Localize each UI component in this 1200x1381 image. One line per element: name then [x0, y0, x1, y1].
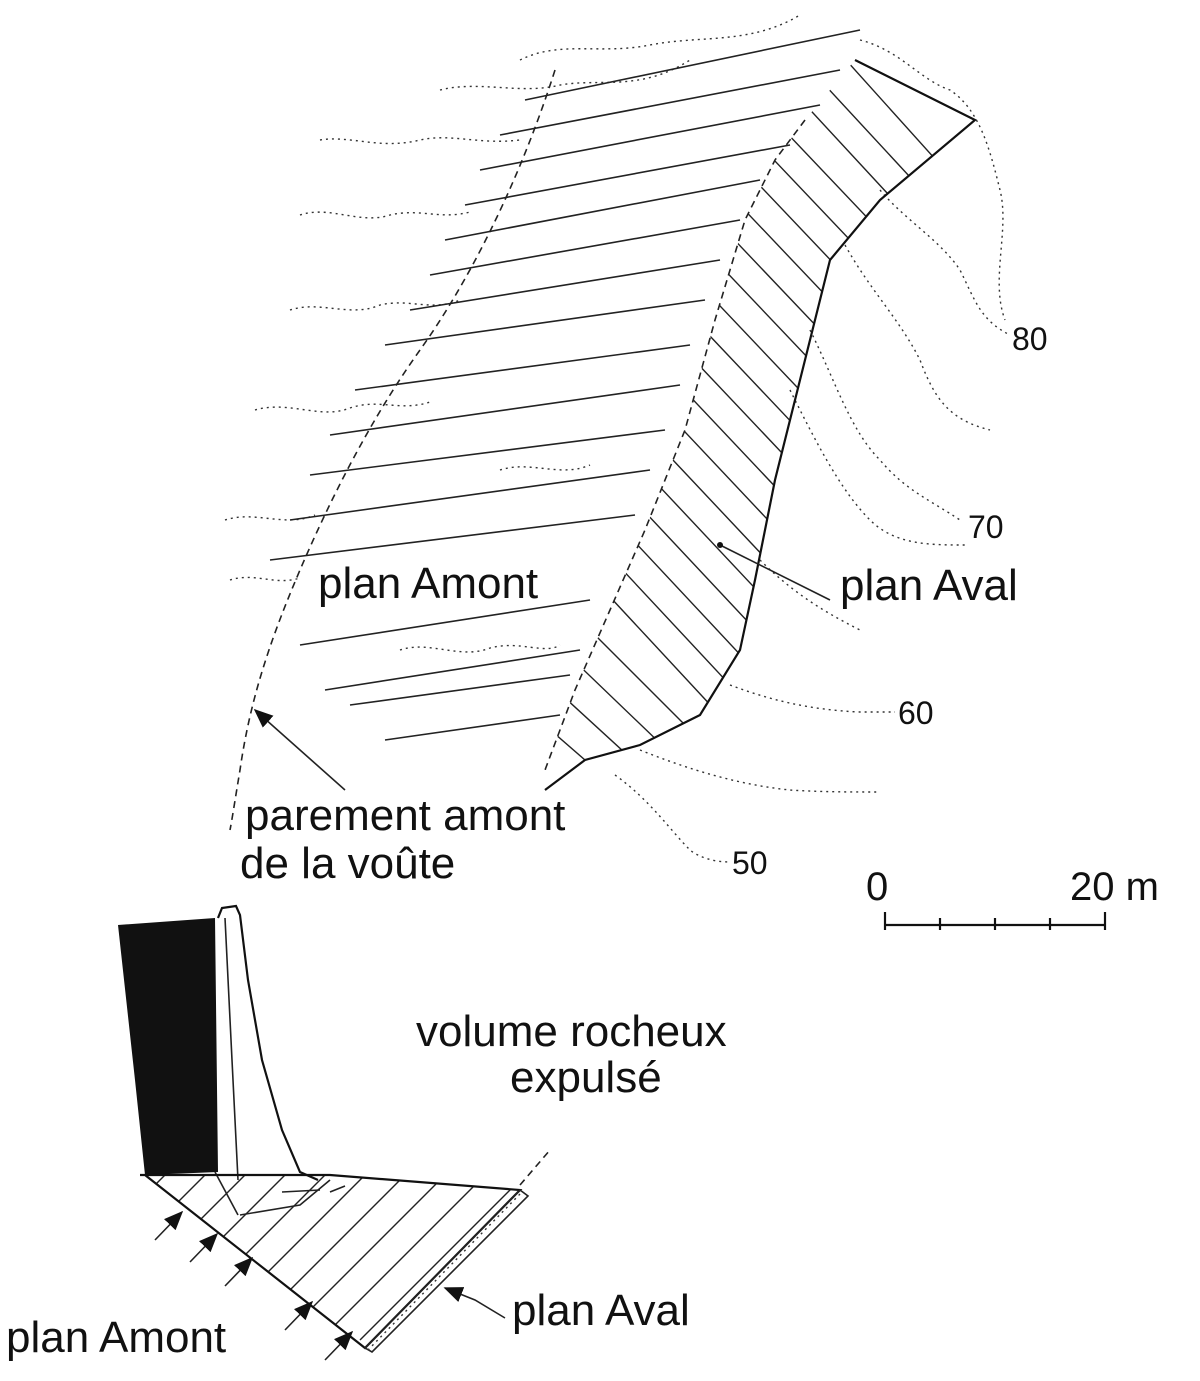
parement-amont-curve: [229, 69, 556, 831]
dam-body: [118, 918, 218, 1175]
volume-label-line2: expulsé: [510, 1053, 662, 1102]
section-plan-amont-label: plan Amont: [6, 1313, 226, 1362]
contour-label-80: 80: [1012, 321, 1048, 357]
section-view: volume rocheux expulsé plan Aval plan Am…: [6, 904, 727, 1362]
volume-label-line1: volume rocheux: [416, 1007, 727, 1056]
section-plan-aval-leader: [443, 1287, 506, 1319]
plan-aval-leader: [719, 544, 831, 601]
plan-aval-band: [544, 59, 977, 791]
parement-arrow: [253, 708, 346, 791]
contour-label-60: 60: [898, 695, 934, 731]
plan-amont-label: plan Amont: [318, 559, 538, 608]
plan-amont-arrows: [154, 1210, 354, 1361]
parement-label-line2: de la voûte: [240, 839, 455, 888]
contour-label-50: 50: [732, 845, 768, 881]
scale-end-label: 20 m: [1070, 865, 1159, 909]
topographic-contours-left: [224, 14, 801, 653]
plan-view: plan Amont plan Aval parement amont de l…: [224, 14, 1159, 930]
parement-label-line1: parement amont: [245, 791, 565, 840]
topographic-contours-right: [614, 39, 1011, 863]
scale-bar: 0 20 m: [866, 865, 1159, 930]
section-plan-aval-label: plan Aval: [512, 1286, 690, 1335]
contour-label-70: 70: [968, 509, 1004, 545]
plan-aval-label: plan Aval: [840, 561, 1018, 610]
arch-crest-outline: [216, 904, 319, 1182]
section-plan-aval-strip: [363, 1149, 551, 1353]
scale-start-label: 0: [866, 865, 888, 909]
plan-aval-dot: [717, 542, 723, 548]
plan-amont-lines: [269, 29, 861, 741]
